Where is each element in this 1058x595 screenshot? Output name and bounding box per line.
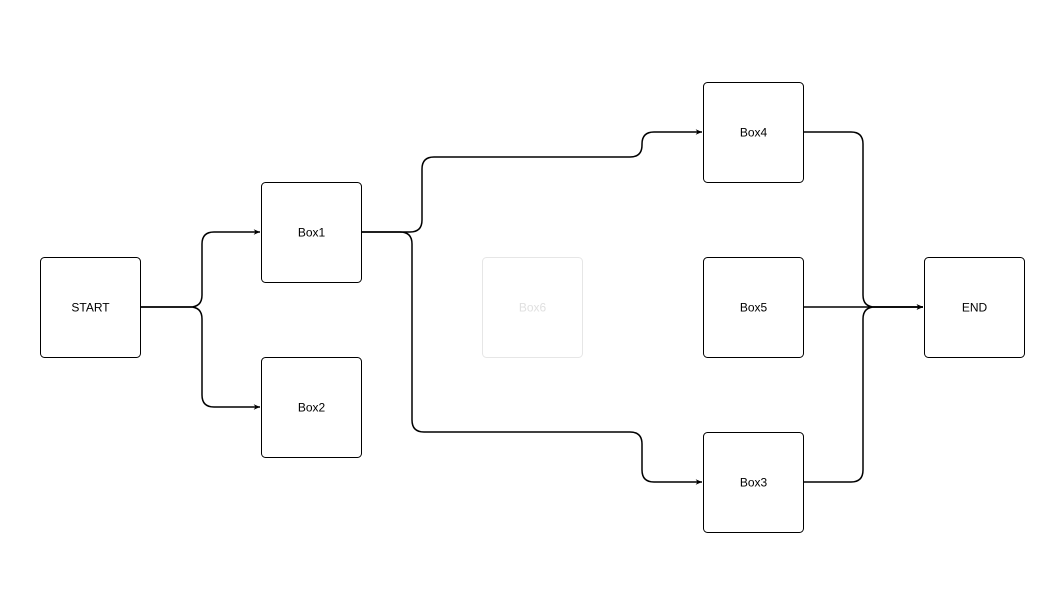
node-box4[interactable]: Box4 [703,82,804,183]
node-label: Box4 [740,126,768,140]
node-label: Box6 [519,301,547,315]
edge-box3-end [804,304,923,483]
node-label: Box3 [740,476,768,490]
node-box3[interactable]: Box3 [703,432,804,533]
edges [141,129,923,485]
edge-start-box2 [141,306,260,410]
node-box2[interactable]: Box2 [261,357,362,458]
edge-start-box1 [141,229,260,308]
node-end[interactable]: END [924,257,1025,358]
node-label: Box2 [298,401,326,415]
node-label: START [71,301,110,315]
node-label: END [962,301,988,315]
node-box1[interactable]: Box1 [261,182,362,283]
node-label: Box1 [298,226,326,240]
node-label: Box5 [740,301,768,315]
node-box6[interactable]: Box6 [482,257,583,358]
node-start[interactable]: START [40,257,141,358]
edge-box1-box4 [362,129,702,233]
edge-box1-box3 [362,231,702,485]
edge-box4-end [804,131,923,310]
node-box5[interactable]: Box5 [703,257,804,358]
